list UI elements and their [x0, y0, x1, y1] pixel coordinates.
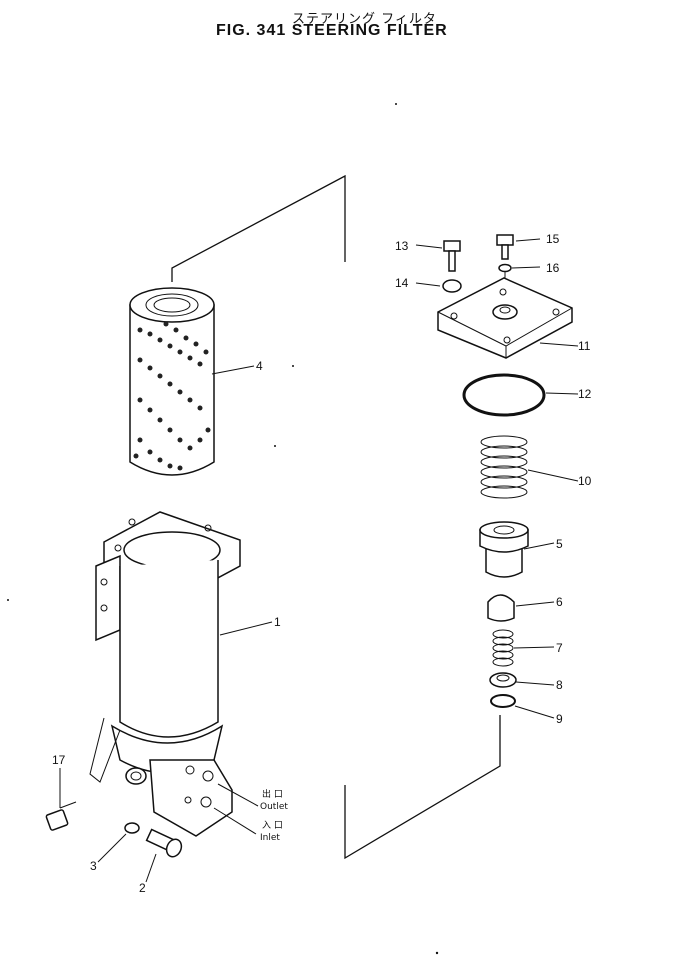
part-number-17: 17 — [52, 753, 66, 767]
cover-bolt-left — [443, 240, 461, 272]
assembly-guide-line-element — [171, 174, 346, 282]
part-number-2: 2 — [139, 881, 146, 895]
washer — [124, 822, 140, 834]
o-ring-large — [462, 373, 546, 417]
part-number-10: 10 — [578, 474, 592, 488]
outlet-label: Outlet — [260, 802, 288, 812]
filter-element — [129, 287, 215, 476]
part-number-7: 7 — [556, 641, 563, 655]
cover — [437, 277, 573, 359]
part-number-12: 12 — [578, 387, 592, 401]
inlet-label-jp: 入 口 — [262, 820, 283, 831]
inlet-label: Inlet — [260, 833, 280, 843]
title-japanese: ステアリング フィルタ — [292, 12, 437, 27]
part-number-16: 16 — [546, 261, 560, 275]
valve-seat — [479, 521, 529, 578]
assembly-guide-line-base — [344, 715, 501, 860]
part-number-13: 13 — [395, 239, 409, 253]
spring-small — [492, 629, 514, 667]
scan-specks — [7, 103, 439, 955]
cover-bolt-right — [496, 234, 514, 260]
cover-o-ring-small — [498, 263, 512, 273]
snap-ring — [490, 694, 516, 708]
part-number-8: 8 — [556, 678, 563, 692]
plug — [45, 801, 77, 831]
part-number-5: 5 — [556, 537, 563, 551]
part-number-15: 15 — [546, 232, 560, 246]
part-number-1: 1 — [274, 615, 281, 629]
part-number-4: 4 — [256, 359, 263, 373]
part-number-6: 6 — [556, 595, 563, 609]
part-number-9: 9 — [556, 712, 563, 726]
leader-lines — [59, 238, 579, 883]
valve — [487, 594, 515, 622]
part-number-14: 14 — [395, 276, 409, 290]
spring-large — [480, 435, 528, 499]
part-number-3: 3 — [90, 859, 97, 873]
outlet-label-jp: 出 口 — [262, 788, 283, 800]
part-number-11: 11 — [578, 339, 591, 353]
bolt — [145, 828, 183, 858]
retainer — [489, 672, 517, 688]
cover-washer — [442, 279, 462, 293]
figure-title: FIG. 341 STEERING FILTER — [216, 22, 448, 39]
filter-case — [89, 511, 241, 837]
